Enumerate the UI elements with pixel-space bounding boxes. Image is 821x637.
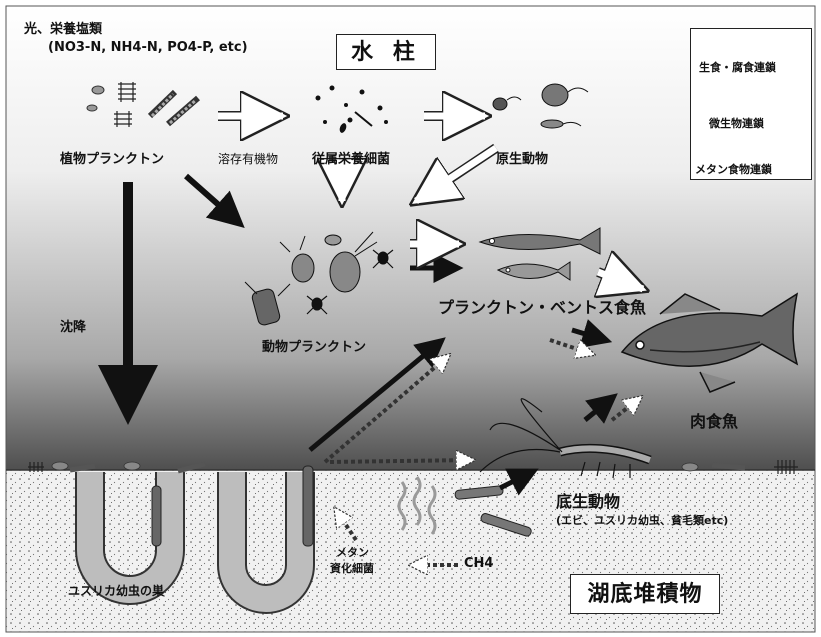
plankton-benthos-fish-label: プランクトン・ベントス食魚	[438, 298, 647, 317]
methanotroph-label-line2: 資化細菌	[330, 562, 374, 575]
legend-grazing-chain: 生食・腐食連鎖	[699, 61, 776, 74]
heterotrophic-bacteria-label: 従属栄養細菌	[312, 152, 391, 167]
benthos-examples-label: (エビ、ユスリカ幼虫、貧毛類etc)	[556, 514, 729, 527]
sediment-label: 湖底堆積物	[570, 574, 720, 614]
phytoplankton-icon	[86, 82, 200, 127]
burrow-right	[217, 472, 315, 614]
nutrients-subtitle: (NO3-N, NH4-N, PO4-P, etc)	[48, 40, 248, 55]
legend: 生食・腐食連鎖 微生物連鎖 メタン食物連鎖	[690, 28, 812, 180]
piscivorous-fish-label: 肉食魚	[690, 412, 739, 431]
shrimp-icon	[479, 398, 652, 479]
phytoplankton-label: 植物プランクトン	[60, 152, 165, 167]
legend-microbial-chain: 微生物連鎖	[709, 117, 764, 130]
zooplankton-label: 動物プランクトン	[262, 340, 367, 355]
large-fish-icon	[620, 292, 799, 393]
ch4-label: CH4	[464, 556, 494, 571]
chironomid-burrow-label: ユスリカ幼虫の巣	[68, 584, 165, 598]
zooplankton-icon	[244, 231, 394, 326]
methanotroph-label-line1: メタン	[336, 546, 369, 559]
legend-methane-chain: メタン食物連鎖	[695, 163, 772, 176]
bacteria-icon	[315, 85, 388, 133]
nutrients-title: 光、栄養塩類	[24, 22, 103, 37]
dom-label: 溶存有機物	[218, 152, 279, 166]
methane-bubbles-icon	[397, 476, 437, 535]
small-fish-icon	[478, 227, 601, 281]
burrow-left	[75, 472, 185, 605]
water-column-label: 水 柱	[336, 34, 436, 70]
benthos-label: 底生動物	[556, 492, 621, 511]
protozoa-icon	[492, 83, 589, 129]
sinking-label: 沈降	[60, 320, 87, 335]
protozoa-label: 原生動物	[496, 152, 549, 167]
